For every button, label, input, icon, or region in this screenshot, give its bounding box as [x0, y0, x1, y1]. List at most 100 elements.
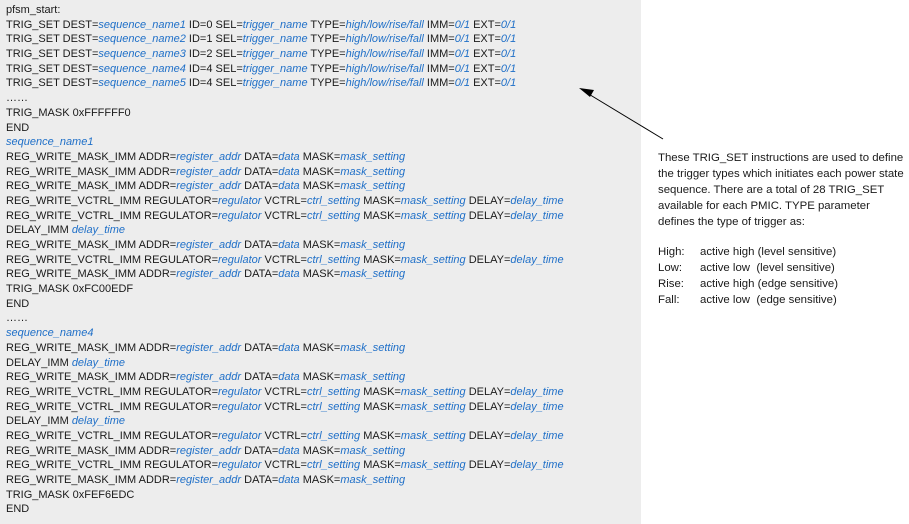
code-parameter: mask_setting	[340, 474, 406, 486]
code-token: IMM=	[423, 33, 455, 46]
code-token: DATA=	[241, 165, 279, 178]
code-token: REG_WRITE_MASK_IMM ADDR=	[6, 268, 177, 281]
code-parameter: 0/1	[454, 77, 471, 90]
code-parameter: trigger_name	[242, 48, 308, 61]
code-parameter: data	[278, 444, 300, 457]
code-parameter: register_addr	[176, 268, 242, 281]
code-parameter: 0/1	[454, 33, 471, 46]
code-parameter: regulator	[218, 385, 262, 398]
code-parameter: delay_time	[510, 194, 564, 207]
code-token: DATA=	[241, 180, 279, 193]
code-parameter: regulator	[218, 209, 262, 222]
code-token: END	[6, 503, 30, 516]
code-token: ID=0 SEL=	[185, 18, 243, 31]
code-parameter: 0/1	[500, 33, 517, 46]
code-line: REG_WRITE_VCTRL_IMM REGULATOR=regulator …	[6, 253, 641, 268]
code-token: TRIG_SET DEST=	[6, 33, 99, 46]
code-token: MASK=	[360, 429, 401, 442]
code-token: IMM=	[423, 62, 455, 75]
code-parameter: mask_setting	[340, 268, 406, 281]
code-parameter: trigger_name	[242, 33, 308, 46]
code-parameter: trigger_name	[242, 62, 308, 75]
code-token: END	[6, 297, 30, 310]
code-token: VCTRL=	[261, 253, 307, 266]
code-token: TRIG_MASK 0xFC00EDF	[6, 283, 134, 296]
code-token: DATA=	[241, 239, 279, 251]
code-parameter: trigger_name	[242, 18, 308, 31]
code-parameter: delay_time	[510, 209, 564, 222]
code-token: pfsm_start:	[6, 4, 61, 16]
code-parameter: mask_setting	[340, 444, 406, 457]
code-parameter: high/low/rise/fall	[345, 33, 424, 46]
code-token: MASK=	[360, 253, 401, 266]
code-parameter: sequence_name3	[98, 48, 186, 61]
note-paragraph: These TRIG_SET instructions are used to …	[658, 152, 904, 228]
code-parameter: register_addr	[176, 150, 242, 163]
code-parameter: register_addr	[176, 444, 242, 457]
code-parameter: sequence_name1	[98, 18, 186, 31]
code-parameter: mask_setting	[400, 400, 466, 413]
trigger-type-description: active high (edge sensitive)	[700, 278, 839, 290]
code-line: REG_WRITE_VCTRL_IMM REGULATOR=regulator …	[6, 400, 641, 415]
code-parameter: 0/1	[454, 48, 471, 61]
code-parameter: delay_time	[510, 459, 564, 472]
code-token: EXT=	[470, 48, 501, 61]
code-token: DELAY=	[465, 400, 511, 413]
code-line: DELAY_IMM delay_time	[6, 414, 641, 429]
code-parameter: delay_time	[510, 385, 564, 398]
trigger-type-description: active low (edge sensitive)	[700, 294, 837, 306]
code-parameter: delay_time	[510, 253, 564, 266]
code-parameter: mask_setting	[400, 385, 466, 398]
code-parameter: sequence_name4	[6, 327, 94, 340]
code-line: TRIG_SET DEST=sequence_name3 ID=2 SEL=tr…	[6, 47, 641, 62]
code-parameter: mask_setting	[400, 429, 466, 442]
code-token: REG_WRITE_VCTRL_IMM REGULATOR=	[6, 429, 218, 442]
code-token: MASK=	[360, 385, 401, 398]
code-token: VCTRL=	[261, 194, 307, 207]
code-parameter: data	[278, 239, 300, 251]
code-token: EXT=	[470, 62, 501, 75]
code-token: ……	[6, 312, 28, 325]
trig-set-explanation-note: These TRIG_SET instructions are used to …	[658, 150, 909, 308]
code-token: DELAY=	[465, 253, 511, 266]
code-parameter: register_addr	[176, 341, 242, 354]
code-parameter: ctrl_setting	[306, 209, 361, 222]
code-token: DATA=	[241, 268, 279, 281]
code-parameter: mask_setting	[340, 165, 406, 178]
code-parameter: mask_setting	[340, 371, 406, 384]
code-parameter: ctrl_setting	[306, 253, 361, 266]
code-line: REG_WRITE_VCTRL_IMM REGULATOR=regulator …	[6, 194, 641, 209]
trigger-type-description: active high (level sensitive)	[700, 246, 837, 258]
code-parameter: mask_setting	[400, 209, 466, 222]
code-line: REG_WRITE_MASK_IMM ADDR=register_addr DA…	[6, 473, 641, 488]
code-parameter: mask_setting	[400, 194, 466, 207]
code-line: REG_WRITE_VCTRL_IMM REGULATOR=regulator …	[6, 458, 641, 473]
code-token: ID=4 SEL=	[185, 77, 243, 90]
code-line: REG_WRITE_MASK_IMM ADDR=register_addr DA…	[6, 165, 641, 180]
code-token: DATA=	[241, 341, 279, 354]
trigger-type-description: active low (level sensitive)	[700, 262, 835, 274]
code-parameter: data	[278, 150, 300, 163]
code-token: DELAY=	[465, 194, 511, 207]
code-parameter: trigger_name	[242, 77, 308, 90]
code-parameter: high/low/rise/fall	[345, 18, 424, 31]
code-parameter: register_addr	[176, 474, 242, 486]
code-token: END	[6, 121, 30, 134]
code-line: sequence_name1	[6, 135, 641, 150]
trigger-type-row: Rise:active high (edge sensitive)	[658, 276, 909, 292]
code-parameter: 0/1	[500, 77, 517, 90]
code-parameter: 0/1	[500, 48, 517, 61]
code-parameter: sequence_name2	[98, 33, 186, 46]
code-token: ID=1 SEL=	[185, 33, 243, 46]
code-parameter: ctrl_setting	[306, 194, 361, 207]
code-token: TRIG_SET DEST=	[6, 48, 99, 61]
code-parameter: register_addr	[176, 180, 242, 193]
code-parameter: delay_time	[510, 400, 564, 413]
code-parameter: mask_setting	[400, 459, 466, 472]
code-parameter: 0/1	[454, 18, 471, 31]
code-parameter: regulator	[218, 400, 262, 413]
code-token: MASK=	[360, 400, 401, 413]
trigger-type-row: Low:active low (level sensitive)	[658, 260, 909, 276]
code-token: TYPE=	[307, 62, 346, 75]
